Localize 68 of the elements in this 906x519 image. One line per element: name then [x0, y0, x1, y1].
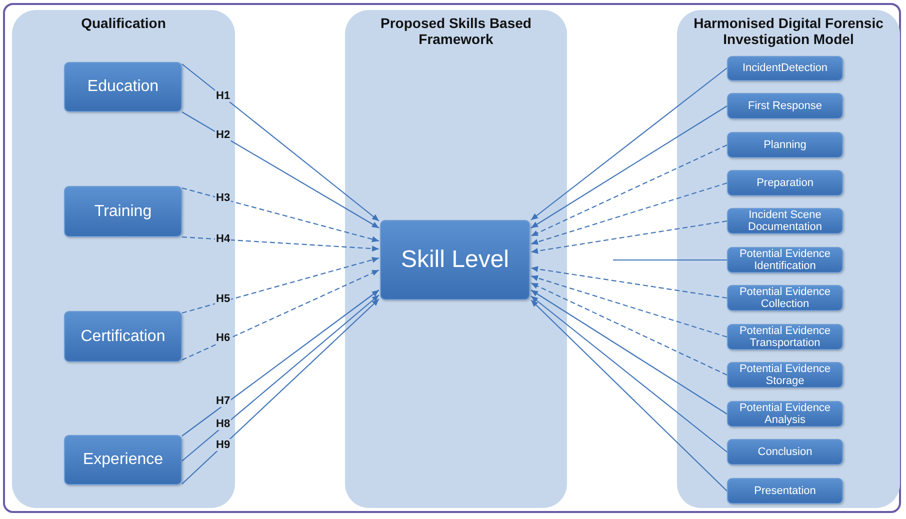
node-label: Presentation — [754, 484, 816, 498]
node-label: Experience — [82, 451, 164, 469]
edge-label: H8 — [215, 418, 232, 430]
process-box — [727, 401, 843, 427]
process-box — [727, 285, 843, 311]
arrow — [530, 266, 728, 299]
arrow — [182, 64, 380, 222]
arrow — [182, 236, 380, 252]
group-panel — [345, 10, 567, 508]
edge-label: H4 — [215, 233, 232, 245]
panel-title: Harmonised Digital Forensic Investigation Model — [692, 15, 884, 47]
node-label: Potential Evidence Transportation — [738, 324, 832, 350]
node-label: Potential Evidence Storage — [738, 362, 832, 388]
arrow — [182, 290, 380, 436]
process-box — [64, 62, 182, 112]
arrow — [182, 270, 380, 360]
edge-label: H7 — [215, 395, 232, 407]
process-box — [64, 311, 182, 362]
node-label: Education — [87, 78, 159, 96]
process-box — [727, 439, 843, 465]
process-box — [727, 247, 843, 273]
node-label: Certification — [80, 328, 166, 346]
node-label: Incident Scene Documentation — [747, 208, 823, 234]
arrow — [530, 275, 728, 338]
node-label: Potential Evidence Collection — [738, 286, 832, 310]
node-label: IncidentDetection — [742, 62, 828, 75]
arrow — [530, 106, 728, 228]
arrow — [182, 187, 380, 242]
arrow — [530, 290, 728, 414]
process-box — [64, 435, 182, 485]
edge-label: H5 — [215, 293, 232, 305]
skill-box — [380, 220, 530, 300]
arrow — [530, 300, 728, 492]
panel-title: Qualification — [80, 15, 167, 31]
group-panel — [12, 10, 235, 508]
process-box — [727, 208, 843, 234]
process-box — [727, 362, 843, 388]
edge-label: H6 — [215, 332, 232, 344]
node-label: Potential Evidence Identification — [738, 248, 832, 272]
arrow — [530, 68, 728, 220]
node-label: First Response — [748, 100, 822, 112]
process-box — [727, 93, 843, 119]
arrow — [182, 257, 380, 314]
edge-label: H3 — [215, 192, 232, 204]
arrow — [530, 296, 728, 452]
process-box — [727, 324, 843, 350]
process-box — [64, 186, 182, 237]
arrow — [530, 182, 728, 245]
process-box — [727, 478, 843, 504]
node-label: Potential Evidence Analysis — [738, 402, 832, 426]
panel-title: Proposed Skills Based Framework — [380, 15, 532, 47]
node-label: Training — [94, 202, 152, 220]
arrow — [530, 144, 728, 236]
arrow — [182, 112, 380, 228]
node-label: Conclusion — [758, 446, 812, 458]
arrow — [530, 220, 728, 254]
process-box — [727, 56, 843, 81]
edge-label: H9 — [215, 439, 232, 451]
process-box — [727, 132, 843, 158]
node-label: Preparation — [756, 176, 814, 190]
node-label: Planning — [764, 138, 806, 152]
edge-label: H2 — [215, 129, 232, 141]
group-panel — [677, 10, 900, 508]
process-box — [727, 170, 843, 196]
node-label: Skill Level — [400, 246, 510, 274]
edge-label: H1 — [215, 90, 232, 102]
arrow — [530, 282, 728, 376]
connector-line — [613, 259, 727, 261]
